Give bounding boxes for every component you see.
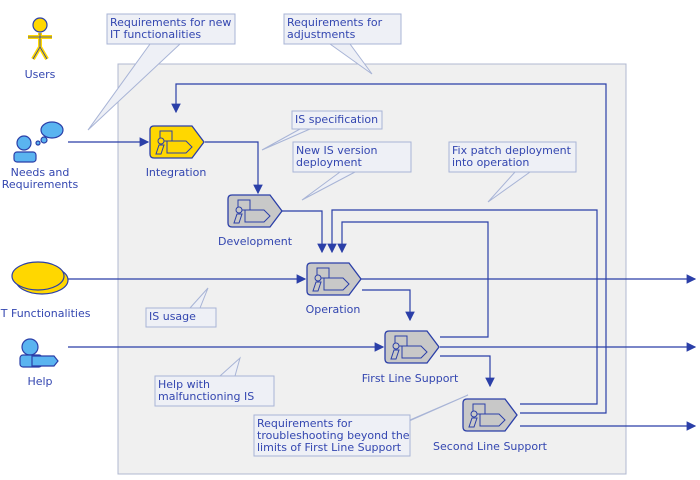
callout-text: Help with (158, 378, 210, 391)
ellipse-icon (11, 261, 69, 295)
flow-arrow (362, 289, 415, 322)
callout-text: malfunctioning IS (158, 390, 254, 403)
person-help-icon (19, 338, 59, 368)
flow-arrow (205, 141, 263, 195)
person-thinking-icon (13, 121, 64, 163)
callout: IS usage (145, 287, 217, 328)
flow-arrow (327, 209, 598, 405)
process-icon (390, 335, 428, 360)
callout: IS specification (261, 110, 383, 151)
user-stick-figure-icon (28, 17, 52, 61)
process-operation[interactable] (306, 262, 362, 296)
callout-text: Requirements for new (110, 16, 231, 29)
callout-text: Requirements for (287, 16, 383, 29)
callout-text: Fix patch deployment (452, 144, 572, 157)
callout-text: into operation (452, 156, 529, 169)
actor-label: Requirements (2, 178, 79, 191)
flow-arrow (282, 210, 327, 254)
actor-label: IT Functionalities (0, 307, 91, 320)
process-integration[interactable] (149, 125, 205, 159)
callout-text: troubleshooting beyond the (257, 429, 410, 442)
callout-text: adjustments (287, 28, 356, 41)
process-label: Integration (146, 166, 207, 179)
callout-text: deployment (296, 156, 362, 169)
callout-text: IS usage (149, 310, 196, 323)
actor-label: Needs and (11, 166, 70, 179)
callout-text: IT functionalities (110, 28, 201, 41)
actor-label: Users (25, 68, 56, 81)
process-label: Development (218, 235, 293, 248)
callout-text: limits of First Line Support (257, 441, 402, 454)
process-icon (312, 267, 350, 292)
process-label: Second Line Support (433, 440, 548, 453)
callout-text: Requirements for (257, 417, 353, 430)
process-icon (155, 130, 193, 155)
flow-arrow (171, 83, 607, 414)
callout-text: IS specification (295, 113, 378, 126)
flow-arrow (337, 221, 489, 338)
process-icon (233, 199, 271, 224)
process-icon (468, 403, 506, 428)
process-label: First Line Support (362, 372, 459, 385)
callout-text: New IS version (296, 144, 378, 157)
process-label: Operation (306, 303, 361, 316)
flow-arrow (440, 355, 495, 388)
actor-label: Help (27, 375, 52, 388)
connectors (68, 83, 697, 431)
process-first_line[interactable] (384, 330, 440, 364)
process-development[interactable] (227, 194, 283, 228)
process-second_line[interactable] (462, 398, 518, 432)
